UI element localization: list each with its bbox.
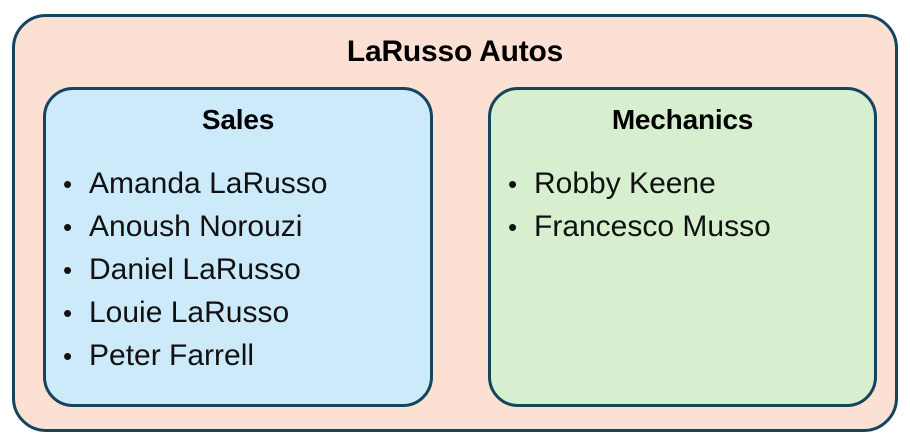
list-item: • Amanda LaRusso	[46, 162, 430, 205]
list-item: • Francesco Musso	[491, 205, 874, 248]
bullet-icon: •	[507, 169, 518, 199]
bullet-icon: •	[507, 212, 518, 242]
member-name: Peter Farrell	[89, 339, 255, 372]
group-box-sales: Sales • Amanda LaRusso • Anoush Norouzi …	[43, 87, 433, 407]
list-item: • Daniel LaRusso	[46, 248, 430, 291]
member-name: Amanda LaRusso	[89, 167, 328, 200]
company-title: LaRusso Autos	[346, 35, 564, 68]
member-name: Louie LaRusso	[89, 296, 290, 329]
bullet-icon: •	[62, 298, 73, 328]
member-list-sales: • Amanda LaRusso • Anoush Norouzi • Dani…	[46, 162, 430, 377]
member-name: Anoush Norouzi	[89, 210, 303, 243]
list-item: • Peter Farrell	[46, 334, 430, 377]
bullet-icon: •	[62, 169, 73, 199]
member-list-mechanics: • Robby Keene • Francesco Musso	[491, 162, 874, 248]
bullet-icon: •	[62, 212, 73, 242]
list-item: • Anoush Norouzi	[46, 205, 430, 248]
group-title-sales: Sales	[201, 104, 275, 135]
list-item: • Robby Keene	[491, 162, 874, 205]
group-box-mechanics: Mechanics • Robby Keene • Francesco Muss…	[488, 87, 877, 407]
member-name: Robby Keene	[534, 167, 716, 200]
member-name: Daniel LaRusso	[89, 253, 301, 286]
list-item: • Louie LaRusso	[46, 291, 430, 334]
company-container: LaRusso Autos Sales • Amanda LaRusso • A…	[12, 14, 898, 432]
bullet-icon: •	[62, 255, 73, 285]
bullet-icon: •	[62, 341, 73, 371]
group-title-mechanics: Mechanics	[611, 104, 754, 135]
member-name: Francesco Musso	[534, 210, 771, 243]
